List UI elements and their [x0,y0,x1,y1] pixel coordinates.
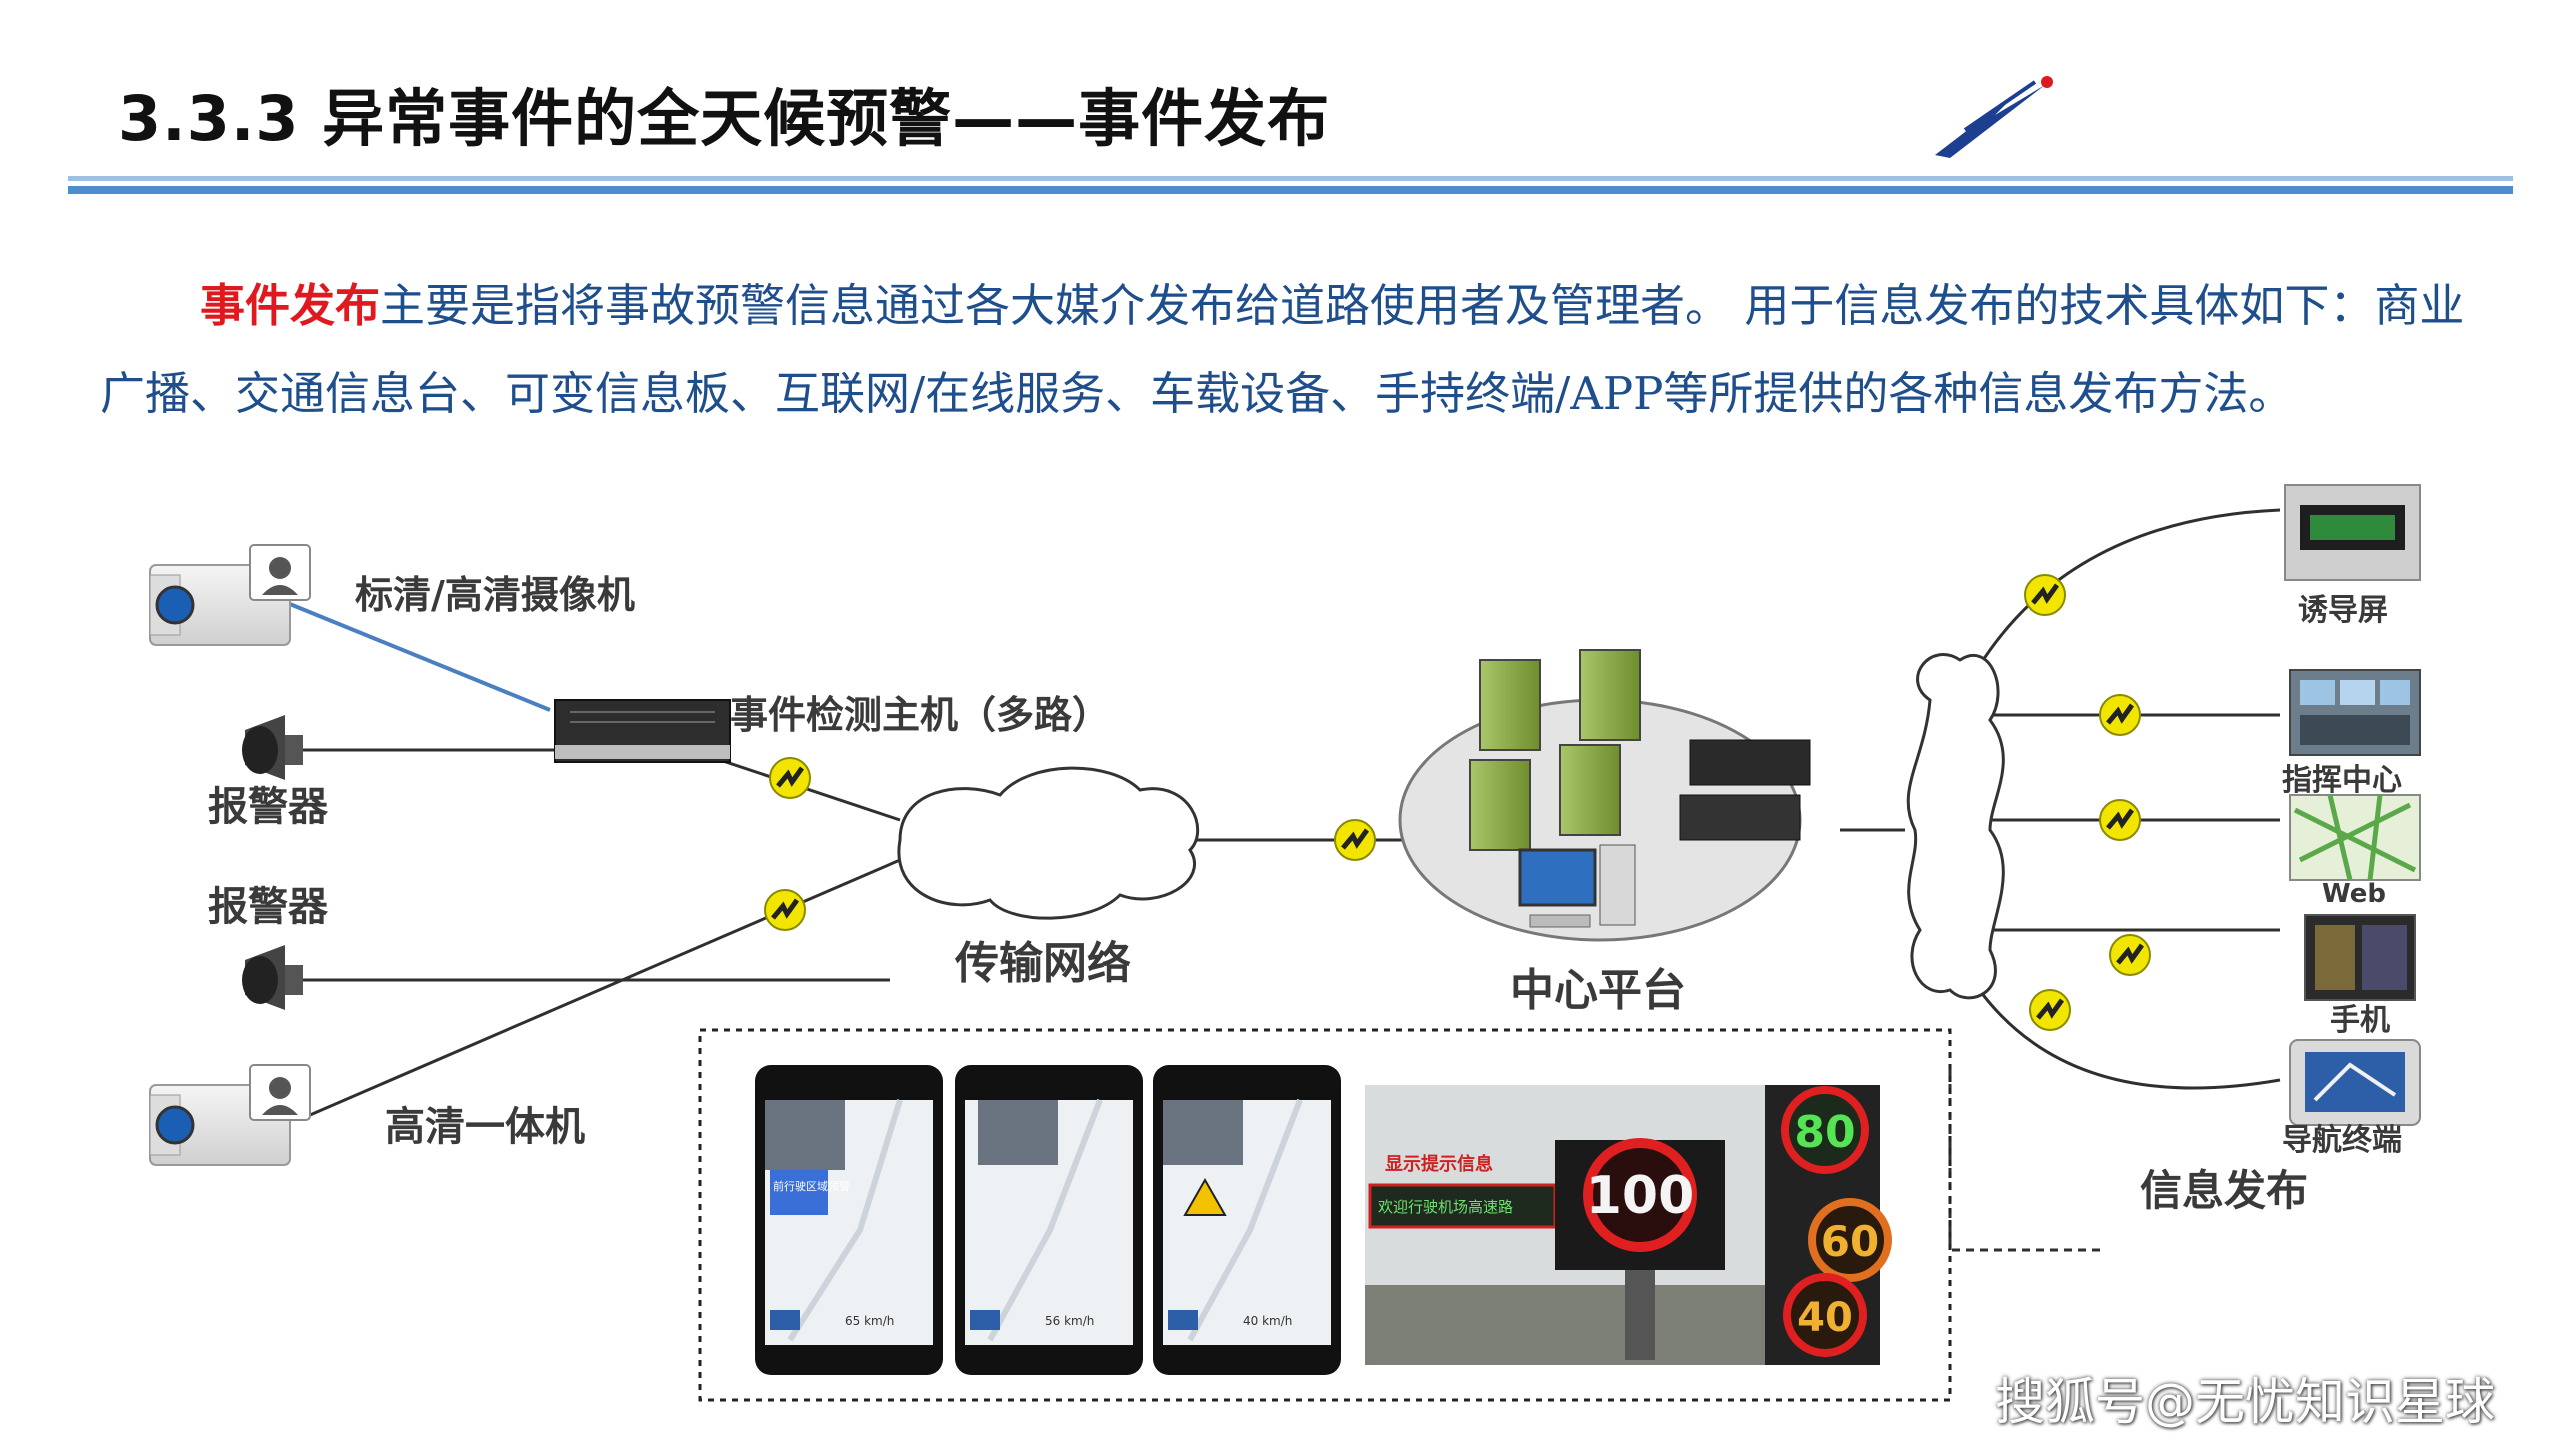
wireless-icon [2030,990,2070,1030]
guide-screen-label: 诱导屏 [2298,593,2388,628]
wireless-icon [2100,800,2140,840]
publish-cloud [1906,653,2005,1000]
intro-paragraph: 事件发布主要是指将事故预警信息通过各大媒介发布给道路使用者及管理者。 用于信息发… [100,262,2470,438]
command-center-icon [2289,669,2421,756]
speed-limit-a: 80 [1794,1107,1855,1158]
company-logo [1935,76,2053,158]
network-label: 传输网络 [954,938,1131,989]
publish-label: 信息发布 [2140,1166,2308,1215]
sign-caption: 显示提示信息 [1385,1153,1493,1175]
warning-icon [1183,1177,1227,1216]
alarm-label: 报警器 [208,784,329,830]
phone-speed: 40 km/h [1243,1314,1292,1328]
detector-host-label: 事件检测主机（多路） [730,693,1110,737]
phone-speed: 65 km/h [845,1314,894,1328]
phone-alert-text: 前行驶区域预警 [773,1179,850,1193]
wireless-icon [2100,695,2140,735]
hd-unit-label: 高清一体机 [385,1104,585,1150]
phone-screenshot: 40 km/h [1153,1065,1341,1375]
alarm-icon [242,715,303,780]
wireless-icon [770,758,810,798]
detector-host-icon [554,699,731,763]
command-center-label: 指挥中心 [2282,763,2402,798]
alarm-label: 报警器 [208,884,329,930]
highlight-term: 事件发布 [200,279,381,332]
alarm-icon [242,945,303,1010]
phone-screenshot: 前行驶区域预警 65 km/h [755,1065,943,1375]
slide-title: 3.3.3 异常事件的全天候预警——事件发布 [118,82,1331,155]
guide-screen-icon [2284,484,2421,581]
wireless-icon [1335,820,1375,860]
example-callout-box [698,1028,1952,1402]
speed-limit-c: 40 [1797,1295,1853,1341]
wireless-icon [2025,575,2065,615]
phone-screenshot: 56 km/h [955,1065,1143,1375]
wireless-icon [2110,935,2150,975]
navigation-terminal-icon [2289,1039,2421,1126]
center-platform-icon [1398,649,1811,942]
roadside-sign-photo: 显示提示信息 欢迎行驶机场高速路 100 80 60 40 [1365,1085,1892,1365]
web-map-icon [2289,794,2421,881]
speed-limit-main: 100 [1586,1166,1695,1226]
transport-cloud [897,766,1200,920]
sd-hd-camera-icon [149,544,311,646]
title-rule-thin [68,176,2513,181]
center-label: 中心平台 [1510,965,1686,1016]
sign-message: 欢迎行驶机场高速路 [1378,1198,1513,1216]
title-rule-thick [68,186,2513,194]
watermark: 搜狐号@无忧知识星球 [1995,1373,2495,1431]
phone-output-icon [2304,914,2416,1001]
wireless-icon [765,890,805,930]
phone-speed: 56 km/h [1045,1314,1094,1328]
navigation-label: 导航终端 [2282,1123,2402,1158]
paragraph-body: 主要是指将事故预警信息通过各大媒介发布给道路使用者及管理者。 用于信息发布的技术… [100,279,2465,420]
hd-integrated-camera-icon [149,1064,311,1166]
speed-limit-b: 60 [1821,1217,1879,1266]
phone-label: 手机 [2330,1003,2390,1038]
web-label: Web [2322,879,2386,909]
camera-label: 标清/高清摄像机 [355,573,635,617]
